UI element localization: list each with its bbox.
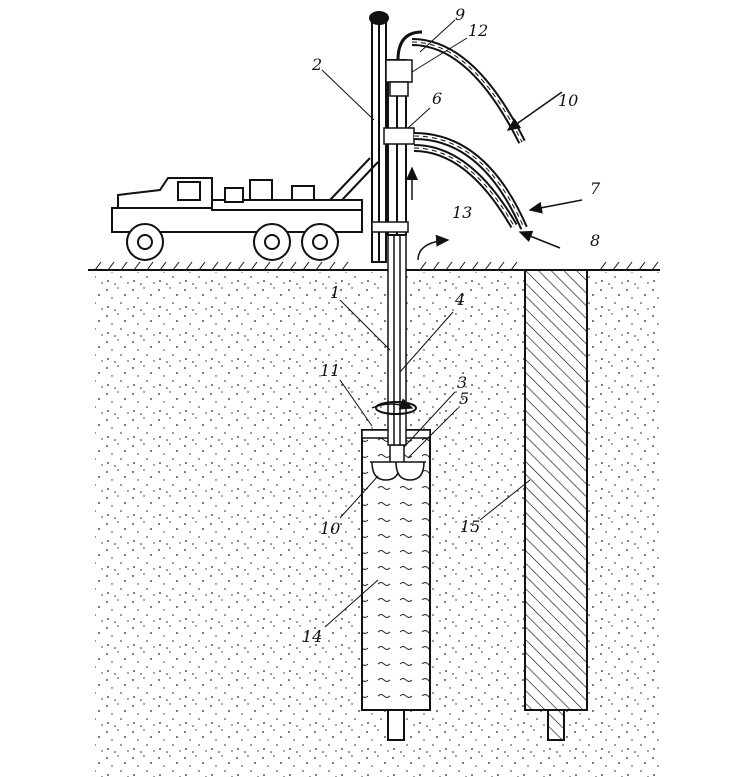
label-4: 4 (454, 290, 465, 309)
label-7: 7 (590, 179, 601, 198)
label-10-bottom: 10 (320, 519, 340, 538)
ground-surface (88, 261, 660, 271)
label-14: 14 (302, 627, 322, 646)
flow-arrows (371, 91, 583, 410)
swivel (371, 30, 423, 233)
cutter-head (370, 444, 426, 481)
label-11: 11 (320, 361, 340, 380)
drill-truck (111, 157, 379, 261)
label-3: 3 (457, 373, 467, 392)
concrete-pile (524, 269, 588, 741)
callout-labels: 1 2 3 4 5 6 7 8 9 10 10 11 12 13 14 15 (302, 5, 601, 646)
label-8: 8 (590, 231, 600, 250)
hoses (411, 38, 528, 230)
label-10-top: 10 (558, 91, 578, 110)
label-13: 13 (452, 203, 472, 222)
label-6: 6 (432, 89, 442, 108)
leader-lines (321, 19, 531, 628)
label-9: 9 (455, 5, 465, 24)
label-5: 5 (459, 389, 469, 408)
label-15: 15 (460, 517, 480, 536)
label-1: 1 (330, 283, 340, 302)
label-12: 12 (468, 21, 488, 40)
label-2: 2 (311, 55, 322, 74)
